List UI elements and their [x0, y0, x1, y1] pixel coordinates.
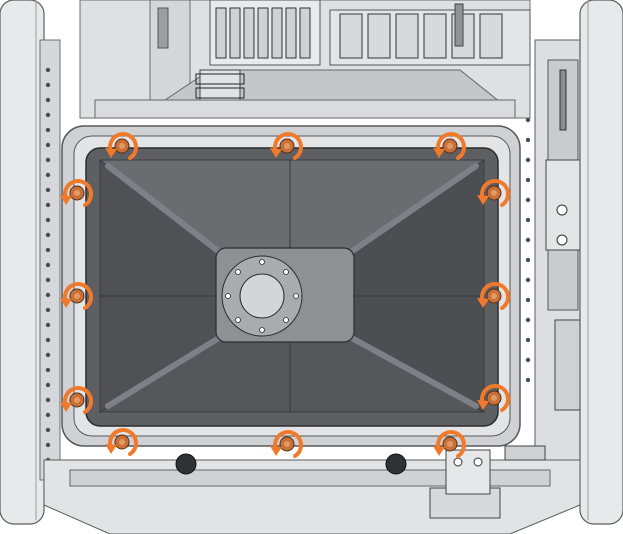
- left-frame-post: [0, 0, 61, 525]
- right-frame-post: [525, 0, 623, 525]
- bottom-base: [43, 445, 581, 534]
- hopper-tray: [85, 147, 499, 427]
- top-machinery: [79, 0, 531, 119]
